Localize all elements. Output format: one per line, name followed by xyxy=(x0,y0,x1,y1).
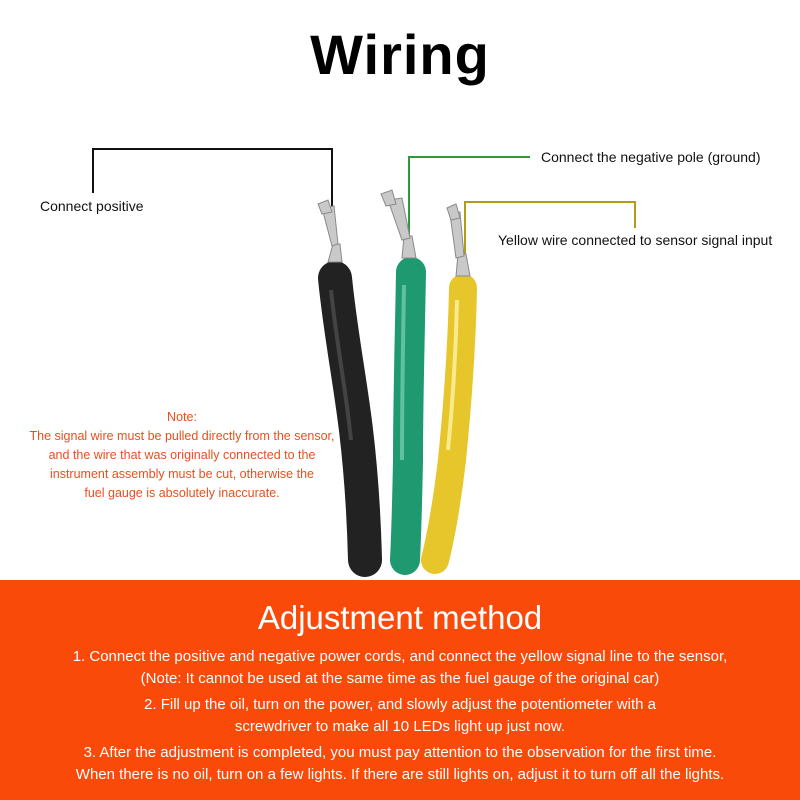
green-wire-terminal xyxy=(380,189,417,259)
step-line: 2. Fill up the oil, turn on the power, a… xyxy=(144,696,656,713)
note-line: instrument assembly must be cut, otherwi… xyxy=(49,467,314,481)
page-title: Wiring xyxy=(310,23,490,86)
black-wire-highlight xyxy=(329,289,353,441)
yellow-wire xyxy=(421,274,477,574)
label-negative: Connect the negative pole (ground) xyxy=(541,149,761,165)
adjustment-panel: Adjustment method 1. Connect the positiv… xyxy=(0,580,800,800)
leader-line-negative xyxy=(408,156,530,270)
green-wire-highlight xyxy=(400,284,406,461)
adjustment-step-3: 3. After the adjustment is completed, yo… xyxy=(0,742,800,786)
adjustment-step-2: 2. Fill up the oil, turn on the power, a… xyxy=(0,694,800,738)
note-heading: Note: xyxy=(167,410,197,424)
step-line: 1. Connect the positive and negative pow… xyxy=(72,648,728,665)
green-wire xyxy=(390,257,426,575)
leader-line-signal xyxy=(464,201,636,280)
adjustment-step-1: 1. Connect the positive and negative pow… xyxy=(0,646,800,690)
step-line: 3. After the adjustment is completed, yo… xyxy=(83,744,717,761)
yellow-wire-terminal xyxy=(446,203,471,277)
adjustment-title: Adjustment method xyxy=(257,599,543,636)
note-line: fuel gauge is absolutely inaccurate. xyxy=(84,486,280,500)
note-block: Note: The signal wire must be pulled dir… xyxy=(12,408,352,503)
black-wire xyxy=(318,261,382,577)
leader-line-positive xyxy=(92,148,333,210)
note-line: and the wire that was originally connect… xyxy=(48,448,316,462)
wire-illustration xyxy=(92,148,636,577)
black-wire-terminal xyxy=(317,199,343,263)
label-signal: Yellow wire connected to sensor signal i… xyxy=(498,232,773,248)
step-line: screwdriver to make all 10 LEDs light up… xyxy=(234,718,566,735)
step-line: (Note: It cannot be used at the same tim… xyxy=(140,670,660,687)
step-line: When there is no oil, turn on a few ligh… xyxy=(75,766,725,783)
yellow-wire-highlight xyxy=(446,299,459,451)
note-line: The signal wire must be pulled directly … xyxy=(29,429,335,443)
label-positive: Connect positive xyxy=(40,198,144,214)
